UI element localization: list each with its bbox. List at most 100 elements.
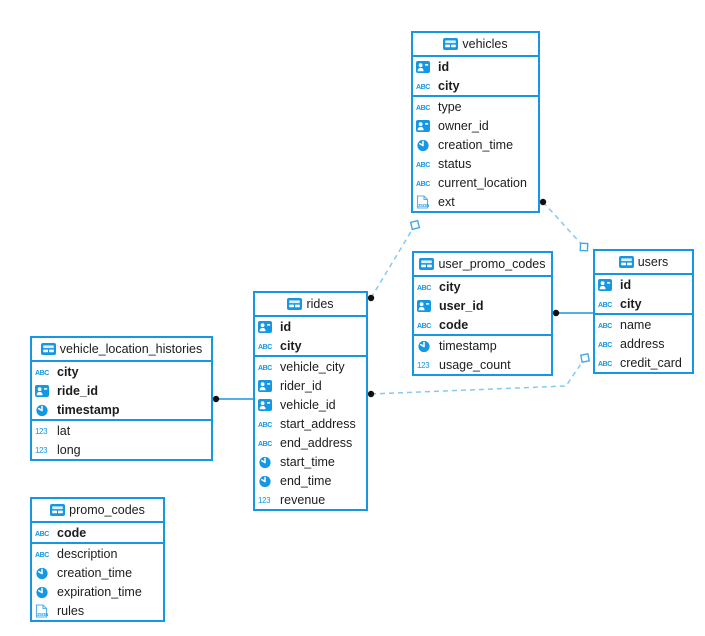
field-timestamp[interactable]: timestamp xyxy=(414,336,551,355)
field-id[interactable]: id xyxy=(255,317,366,336)
field-name: id xyxy=(280,319,292,334)
time-icon xyxy=(258,454,276,469)
field-id[interactable]: id xyxy=(595,275,692,294)
table-icon xyxy=(287,298,303,310)
field-name: end_time xyxy=(280,473,332,488)
field-name: user_id xyxy=(439,298,484,313)
field-owner_id[interactable]: owner_id xyxy=(413,116,538,135)
table-header[interactable]: users xyxy=(595,251,692,275)
number-icon: 123 xyxy=(258,494,276,505)
field-start_time[interactable]: start_time xyxy=(255,452,366,471)
table-header[interactable]: vehicle_location_histories xyxy=(32,338,211,362)
svg-text:ABC: ABC xyxy=(258,365,272,372)
field-name: description xyxy=(57,546,118,561)
field-name: ext xyxy=(438,194,455,209)
field-name: city xyxy=(620,296,642,311)
field-name: creation_time xyxy=(57,565,133,580)
svg-text:ABC: ABC xyxy=(598,323,612,330)
text-icon: ABC xyxy=(416,81,434,91)
field-vehicle_id[interactable]: vehicle_id xyxy=(255,395,366,414)
id-icon xyxy=(416,119,434,132)
field-end_time[interactable]: end_time xyxy=(255,471,366,490)
table-name: vehicles xyxy=(462,36,508,51)
table-header[interactable]: user_promo_codes xyxy=(414,253,551,277)
svg-text:ABC: ABC xyxy=(258,441,272,448)
field-creation_time[interactable]: creation_time xyxy=(32,563,163,582)
id-icon xyxy=(258,320,276,333)
field-name: status xyxy=(438,156,472,171)
field-name: creation_time xyxy=(438,137,514,152)
field-creation_time[interactable]: creation_time xyxy=(413,135,538,154)
field-name: timestamp xyxy=(57,402,120,417)
table-icon xyxy=(40,343,56,355)
table-icon xyxy=(618,256,634,268)
time-icon xyxy=(35,565,53,580)
time-icon xyxy=(258,473,276,488)
field-id[interactable]: id xyxy=(413,57,538,76)
field-name: current_location xyxy=(438,175,527,190)
table-header[interactable]: promo_codes xyxy=(32,499,163,523)
field-name: address xyxy=(620,336,665,351)
relation-user_promo_codes-to-users[interactable] xyxy=(552,309,593,317)
relation-rides-to-vehicles[interactable] xyxy=(367,219,421,302)
field-expiration_time[interactable]: expiration_time xyxy=(32,582,163,601)
number-icon: 123 xyxy=(35,425,53,436)
field-name: usage_count xyxy=(439,357,511,372)
table-icon xyxy=(443,38,459,50)
id-icon xyxy=(35,384,53,397)
field-rider_id[interactable]: rider_id xyxy=(255,376,366,395)
table-header[interactable]: vehicles xyxy=(413,33,538,57)
field-user_id[interactable]: user_id xyxy=(414,296,551,315)
id-icon xyxy=(258,379,276,392)
field-name: type xyxy=(438,99,462,114)
svg-text:ABC: ABC xyxy=(35,370,49,377)
field-start_address[interactable]: ABC start_address xyxy=(255,414,366,433)
field-name: start_address xyxy=(280,416,356,431)
field-ride_id[interactable]: ride_id xyxy=(32,381,211,400)
relation-vehicles-to-users[interactable] xyxy=(539,198,589,252)
svg-text:ABC: ABC xyxy=(35,531,49,538)
relation-vehicle_location_histories-to-rides[interactable] xyxy=(212,395,253,403)
field-timestamp[interactable]: timestamp xyxy=(32,400,211,419)
table-name: vehicle_location_histories xyxy=(59,341,203,356)
table-header[interactable]: rides xyxy=(255,293,366,317)
svg-text:123: 123 xyxy=(35,427,48,436)
relation-rides-to-users[interactable] xyxy=(367,352,591,398)
text-icon: ABC xyxy=(35,528,53,538)
svg-text:ABC: ABC xyxy=(258,344,272,351)
svg-text:ABC: ABC xyxy=(258,422,272,429)
